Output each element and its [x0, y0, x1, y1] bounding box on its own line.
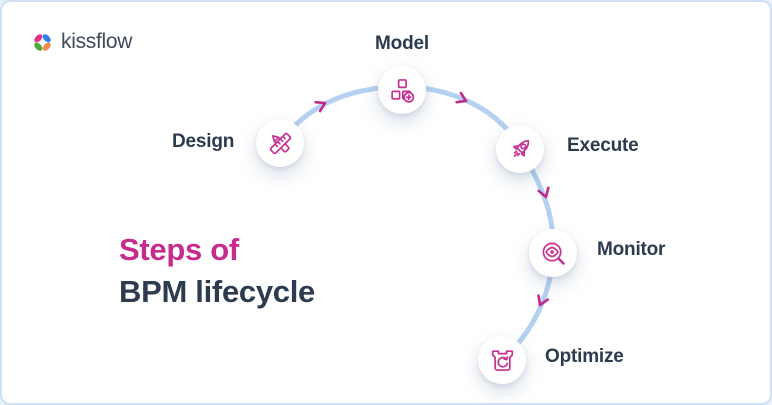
monitor-eye-magnifier-icon: [542, 242, 565, 265]
title-line-1: Steps of: [119, 232, 239, 267]
optimize-refresh-bucket-icon: [491, 349, 513, 371]
kissflow-wordmark: kissflow: [61, 30, 133, 53]
kissflow-logo: kissflow: [32, 30, 132, 54]
step-circle-design: [256, 119, 304, 167]
step-circle-execute: [496, 125, 544, 173]
arrow-model-to-execute: [455, 91, 468, 104]
step-circle-optimize: [478, 336, 526, 384]
step-label-design: Design: [172, 131, 235, 152]
step-circle-model: [378, 66, 426, 114]
step-label-model: Model: [375, 33, 429, 54]
execute-rocket-icon: [512, 139, 529, 157]
model-blocks-plus-icon: [390, 78, 414, 103]
step-label-optimize: Optimize: [545, 346, 624, 367]
step-label-execute: Execute: [567, 135, 639, 156]
design-pencil-ruler-icon: [269, 132, 291, 154]
arrow-monitor-to-optimize: [537, 294, 550, 307]
kissflow-petal-icon: [34, 33, 51, 51]
page-title: Steps of BPM lifecycle: [119, 229, 315, 313]
arrow-execute-to-monitor: [537, 186, 550, 199]
arrow-design-to-model: [314, 100, 327, 113]
step-label-monitor: Monitor: [597, 239, 666, 260]
step-circle-monitor: [529, 229, 577, 277]
title-line-2: BPM lifecycle: [119, 274, 315, 309]
